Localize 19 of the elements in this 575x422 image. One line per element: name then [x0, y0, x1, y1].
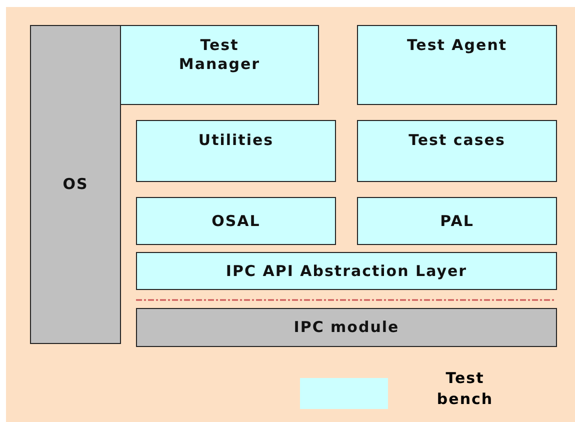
component-box [120, 25, 319, 105]
component-box [357, 197, 557, 245]
component-label: OS [62, 175, 88, 194]
component-box [357, 120, 557, 182]
component-box [136, 197, 336, 245]
layer-box [30, 25, 121, 344]
layer-box [136, 252, 557, 290]
legend-label: Test bench [436, 368, 494, 410]
layer-box [136, 308, 557, 347]
component-label: IPC API Abstraction Layer [226, 262, 468, 280]
component-box [357, 25, 557, 105]
component-label: Utilities [198, 131, 274, 150]
component-label: IPC module [294, 318, 400, 337]
component-label: OSAL [212, 212, 260, 230]
component-label: Test cases [408, 131, 506, 150]
component-label: Test Agent [406, 36, 508, 55]
component-label: Test Manager [178, 36, 262, 74]
component-label: PAL [440, 212, 474, 230]
component-box [136, 120, 336, 182]
